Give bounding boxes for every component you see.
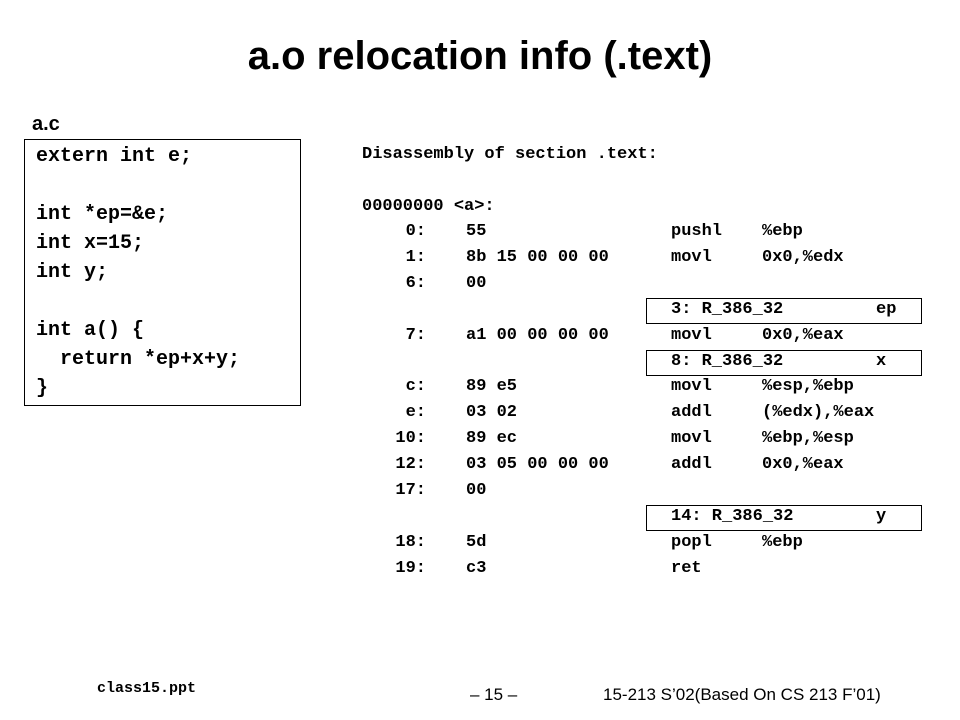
slide-title: a.o relocation info (.text) <box>247 34 713 78</box>
instruction-operands: %ebp,%esp <box>762 429 854 448</box>
instruction-bytes: c3 <box>466 559 487 578</box>
instruction-operands: %ebp <box>762 222 803 241</box>
instruction-bytes: 03 02 <box>466 403 518 422</box>
instruction-operands: 0x0,%eax <box>762 455 844 474</box>
instruction-address: 10: <box>395 429 426 448</box>
footer-page-number: – 15 – <box>470 685 518 704</box>
instruction-bytes: 89 ec <box>466 429 518 448</box>
relocation-entry: 14: R_386_32 <box>671 507 794 526</box>
instruction-bytes: 00 <box>466 481 487 500</box>
instruction-address: e: <box>405 403 426 422</box>
instruction-address: 6: <box>405 274 426 293</box>
instruction-bytes: a1 00 00 00 00 <box>466 326 609 345</box>
instruction-address: c: <box>405 377 426 396</box>
relocation-entry: 3: R_386_32 <box>671 300 784 319</box>
instruction-bytes: 8b 15 00 00 00 <box>466 248 609 267</box>
instruction-opcode: pushl <box>671 222 723 241</box>
source-line: int y; <box>36 261 109 284</box>
source-file-label: a.c <box>32 113 60 135</box>
source-line: extern int e; <box>36 145 193 168</box>
relocation-symbol: x <box>876 352 887 371</box>
relocation-entry-box <box>646 350 922 376</box>
instruction-bytes: 00 <box>466 274 487 293</box>
instruction-operands: 0x0,%eax <box>762 326 844 345</box>
instruction-operands: %ebp <box>762 533 803 552</box>
instruction-address: 7: <box>405 326 426 345</box>
instruction-bytes: 03 05 00 00 00 <box>466 455 609 474</box>
instruction-opcode: addl <box>671 403 712 422</box>
instruction-opcode: movl <box>671 429 712 448</box>
instruction-operands: %esp,%ebp <box>762 377 854 396</box>
instruction-bytes: 55 <box>466 222 487 241</box>
relocation-symbol: ep <box>876 300 897 319</box>
source-line: } <box>36 377 49 400</box>
instruction-bytes: 89 e5 <box>466 377 518 396</box>
relocation-entry-box <box>646 505 922 531</box>
relocation-entry-box <box>646 298 922 324</box>
footer-filename: class15.ppt <box>97 680 197 697</box>
instruction-bytes: 5d <box>466 533 487 552</box>
instruction-address: 12: <box>395 455 426 474</box>
instruction-operands: (%edx),%eax <box>762 403 875 422</box>
instruction-opcode: movl <box>671 377 712 396</box>
source-line: int *ep=&e; <box>36 203 169 226</box>
instruction-operands: 0x0,%edx <box>762 248 844 267</box>
symbol-label: 00000000 <a>: <box>362 197 495 216</box>
disassembly-header: Disassembly of section .text: <box>362 145 658 164</box>
instruction-opcode: popl <box>671 533 712 552</box>
instruction-address: 1: <box>405 248 426 267</box>
relocation-entry: 8: R_386_32 <box>671 352 784 371</box>
instruction-opcode: movl <box>671 248 712 267</box>
relocation-symbol: y <box>876 507 887 526</box>
instruction-address: 0: <box>405 222 426 241</box>
instruction-opcode: movl <box>671 326 712 345</box>
instruction-opcode: addl <box>671 455 712 474</box>
source-line: int a() { <box>36 319 145 342</box>
footer-course: 15-213 S’02(Based On CS 213 F’01) <box>603 685 881 704</box>
instruction-address: 17: <box>395 481 426 500</box>
source-line: return *ep+x+y; <box>36 348 241 371</box>
instruction-opcode: ret <box>671 559 702 578</box>
instruction-address: 19: <box>395 559 426 578</box>
instruction-address: 18: <box>395 533 426 552</box>
source-code-box <box>24 139 301 406</box>
source-line: int x=15; <box>36 232 145 255</box>
